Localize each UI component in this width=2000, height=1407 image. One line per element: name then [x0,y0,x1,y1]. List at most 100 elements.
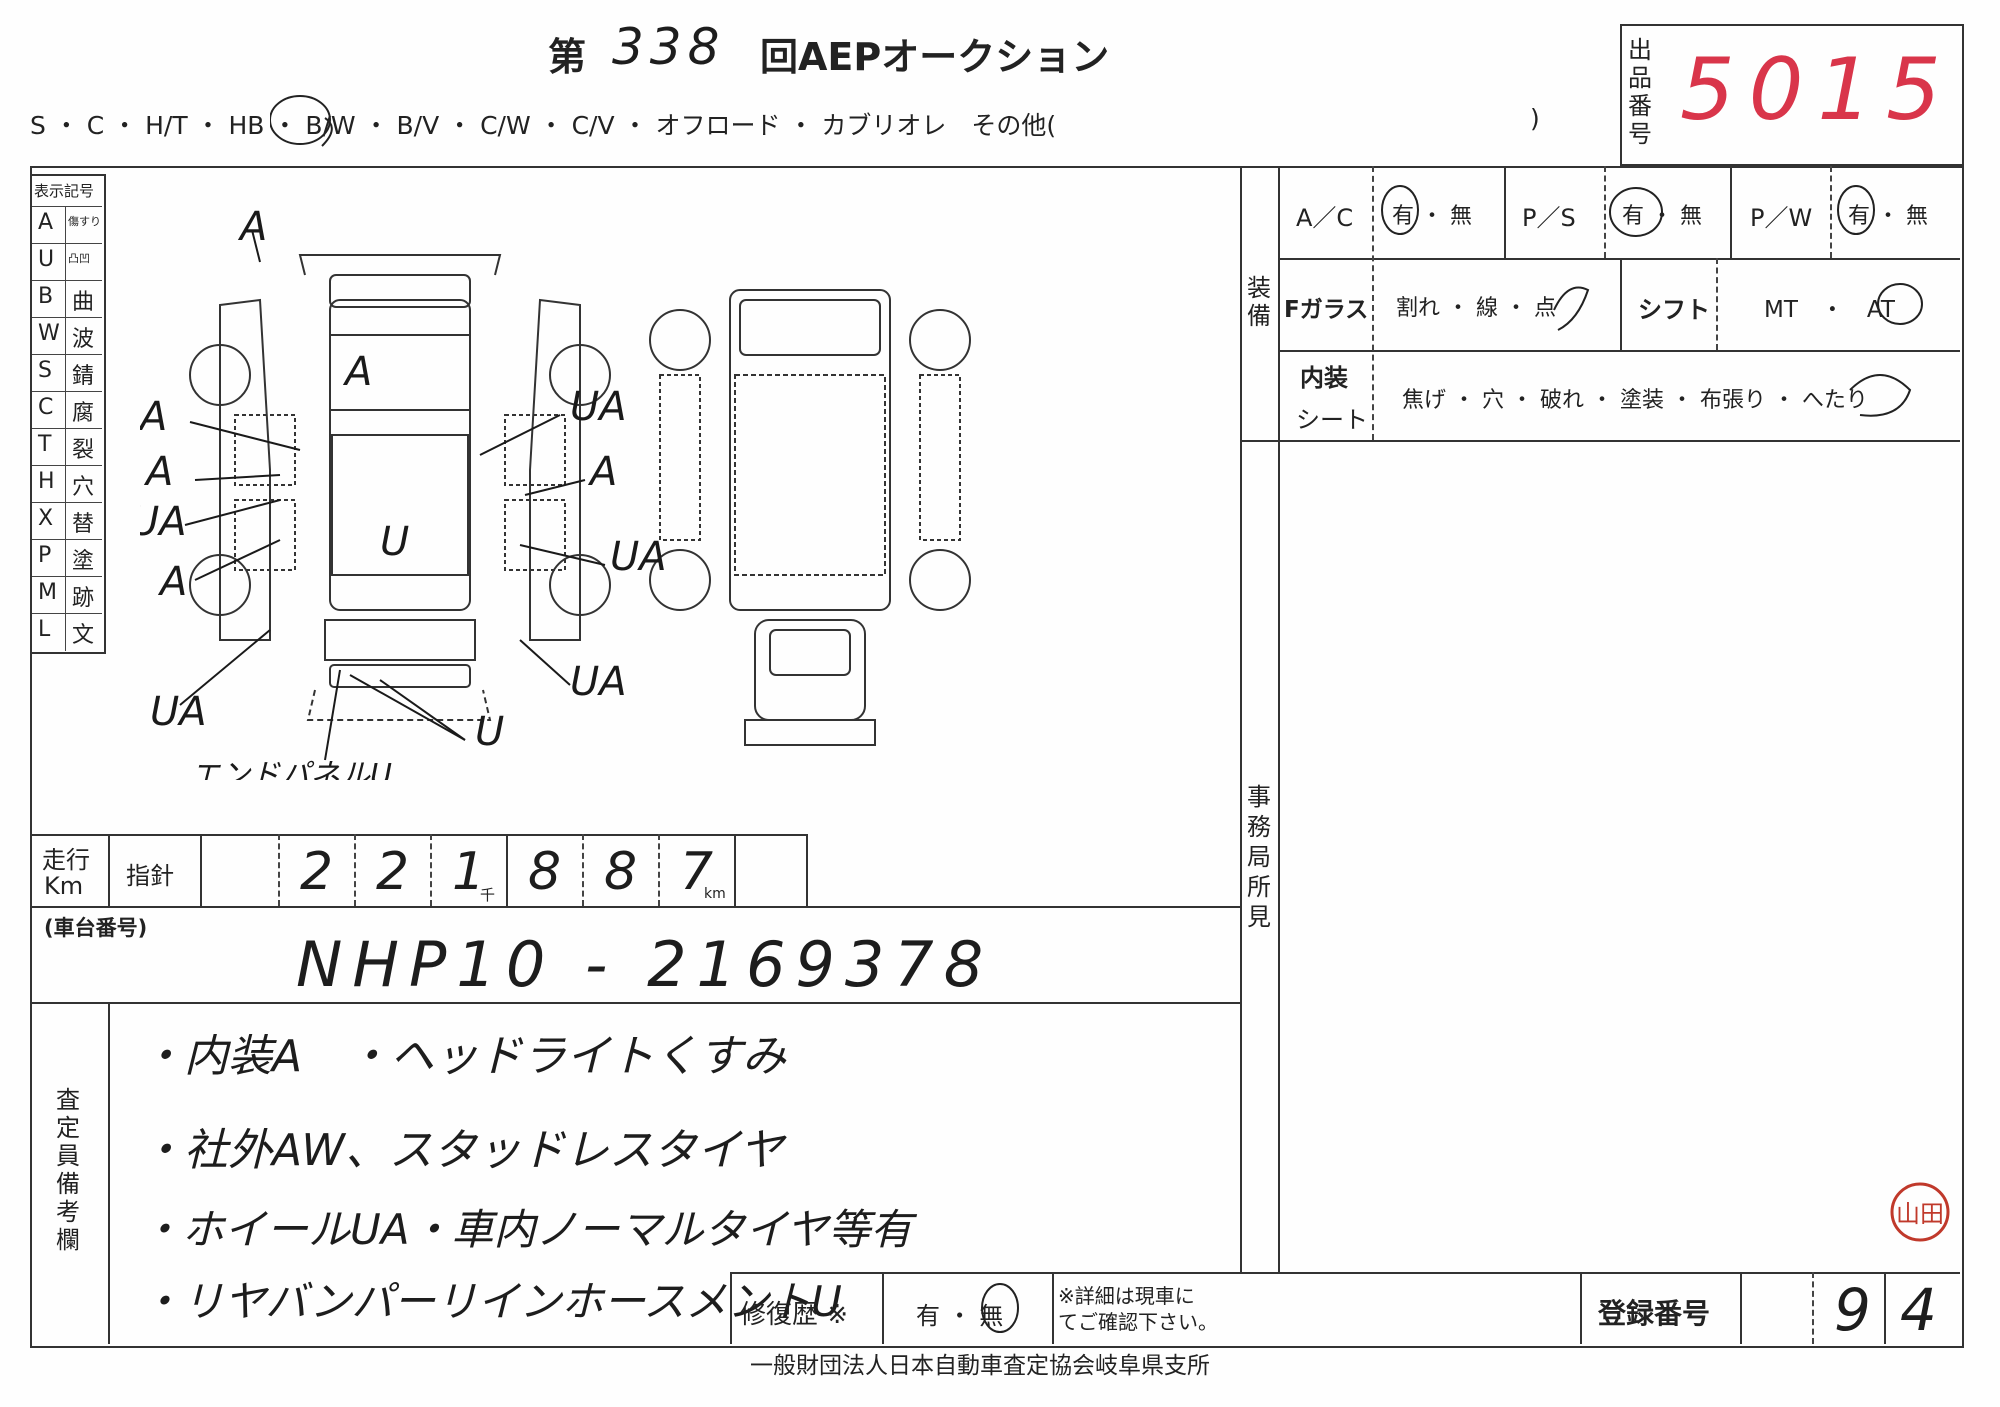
car-rear-bumper [329,664,471,688]
car-top-rear [324,619,476,661]
legend-code: H [38,469,55,494]
mark-right-0: UA [570,384,627,430]
legend-code: T [38,432,52,457]
legend-divider [65,244,66,281]
pw-label: P／W [1750,204,1813,232]
remark-line-0: ・内装A ・ヘッドライトくすみ [140,1031,787,1082]
legend-meaning: 腐 [72,401,95,426]
odometer-digit-3: 8 [528,842,562,902]
legend-divider [65,577,66,614]
registration-sep-1 [1580,1272,1582,1344]
car-left-side [219,298,271,641]
wheel-under-rr [909,549,971,611]
repair-sep-1 [882,1272,884,1344]
legend-divider [65,466,66,503]
legend-divider [65,355,66,392]
registration-label: 登録番号 [1598,1297,1711,1330]
main-frame [30,166,1964,1348]
mark-left-3: A [157,559,187,605]
equip-row3-line [1240,440,1960,442]
mark-rear-note: エンドパネルU [190,758,392,780]
mark-top: A [342,349,372,395]
wheel-under-rl [649,549,711,611]
odometer-km-unit: km [704,886,726,902]
fglass-options: 割れ ・ 線 ・ 点 [1396,296,1556,321]
shift-label: シフト [1638,296,1710,324]
odometer-digit-1: 2 [376,842,410,902]
odometer-sep-1 [108,834,110,906]
registration-sep-2 [1740,1272,1742,1344]
repair-left-line [730,1272,732,1344]
remark-line-1: ・社外AW、スタッドレスタイヤ [140,1125,784,1176]
remarks-label: 査 定 員 備 考 欄 [56,1086,80,1254]
legend-code: U [38,247,55,272]
legend-divider [65,392,66,429]
wheel-left-front [189,344,251,406]
registration-sep-3 [1812,1272,1814,1344]
ac-yes-circle [1381,185,1419,235]
equip-sep-a [1372,166,1374,440]
odometer-sep-5 [430,834,432,906]
odometer-sep-2 [200,834,202,906]
ps-label: P／S [1522,204,1576,232]
odometer-sep-10 [806,834,808,906]
interior-label: 内装 [1300,364,1348,392]
legend-divider [65,540,66,577]
legend-divider [65,207,66,244]
mark-bottom-right: UA [570,659,627,705]
wheel-right-front [549,344,611,406]
legend-meaning: 跡 [72,586,95,611]
legend-divider [65,318,66,355]
legend-meaning: 錆 [72,364,95,389]
interior-worn-circle [1849,374,1912,417]
equip-sep-b [1504,166,1506,258]
odometer-sep-8 [658,834,660,906]
legend-meaning: 塗 [72,549,95,574]
legend-meaning: 裂 [72,438,95,463]
seal-ring [1890,1182,1950,1242]
mark-left-2: UA [140,499,187,545]
car-front-grille [298,254,502,276]
odometer-label-1: 走行 [42,846,90,874]
right-label-divider [1278,166,1280,1272]
legend-meaning: 波 [72,327,95,352]
equip-sep-f [1620,258,1622,350]
legend-code: P [38,543,52,568]
equipment-label: 装 備 [1247,274,1271,330]
mark-rear: U [475,709,504,755]
odometer-sep-9 [734,834,736,906]
legend-meaning: 曲 [72,290,95,315]
legend-code: M [38,580,57,605]
wheel-under-fr [909,309,971,371]
inspector-seal: 山田 [1890,1182,1950,1242]
repair-note-2: てご確認下さい。 [1058,1310,1218,1334]
legend-meaning: 穴 [72,475,95,500]
mark-left-0: A [140,394,167,440]
odometer-top-line [30,834,808,836]
remark-line-2: ・ホイールUA・車内ノーマルタイヤ等有 [140,1205,913,1254]
legend-divider [65,281,66,318]
wheel-under-fl [649,309,711,371]
lot-number-box [1620,24,1964,166]
car-rear-view [754,619,866,721]
auction-prefix: 第 [548,35,587,79]
equip-sep-g [1716,258,1718,350]
body-type-close: ) [1530,104,1540,133]
repair-sep-2 [1052,1272,1054,1344]
registration-digit-0: 9 [1834,1276,1871,1344]
repair-note-1: ※詳細は現車に [1058,1284,1195,1308]
wheel-left-rear [189,554,251,616]
remark-line-3: ・リヤバンパーリインホースメントU [140,1277,842,1326]
lot-number: 5015 [1680,40,1955,140]
mark-left-1: A [143,449,173,495]
car-top-body [329,299,471,611]
car-top-hood [329,334,471,411]
car-under-body [729,289,891,611]
